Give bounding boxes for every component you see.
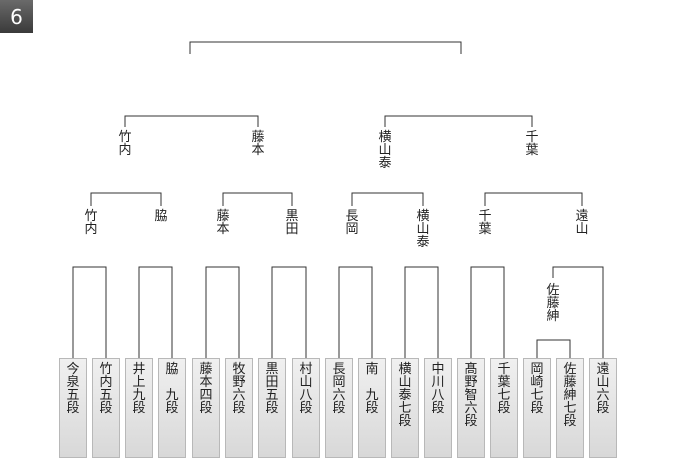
round1-winner-label: 黒田 bbox=[285, 209, 299, 237]
player-label: 藤本四段 bbox=[199, 362, 213, 416]
player-label: 竹内五段 bbox=[99, 362, 113, 416]
player-plate: 黒田五段 bbox=[258, 358, 286, 458]
player-plate: 牧野六段 bbox=[225, 358, 253, 458]
player-label: 村山八段 bbox=[299, 362, 313, 416]
round1-bracket bbox=[470, 266, 505, 358]
player-plate: 村山八段 bbox=[292, 358, 320, 458]
player-plate: 横山泰七段 bbox=[391, 358, 419, 458]
player-label: 黒田五段 bbox=[265, 362, 279, 416]
player-plate: 佐藤紳七段 bbox=[556, 358, 584, 458]
round1-winner-label: 千葉 bbox=[478, 209, 492, 237]
round1-winner-label: 竹内 bbox=[84, 209, 98, 237]
player-plate: 遠山六段 bbox=[589, 358, 617, 458]
round2-bracket bbox=[222, 192, 293, 206]
round1-bracket bbox=[72, 266, 107, 358]
bracket-number-badge: 6 bbox=[0, 0, 33, 33]
player-label: 南 九段 bbox=[365, 362, 379, 416]
round2-winner-label: 千葉 bbox=[525, 130, 539, 158]
player-label: 脇 九段 bbox=[165, 362, 179, 416]
round1-winner-label: 脇 bbox=[154, 209, 168, 224]
round1-bracket bbox=[338, 266, 373, 358]
round1-bracket bbox=[138, 266, 173, 358]
player-plate: 井上九段 bbox=[125, 358, 153, 458]
player-plate: 藤本四段 bbox=[192, 358, 220, 458]
player-plate: 脇 九段 bbox=[158, 358, 186, 458]
player-label: 佐藤紳七段 bbox=[563, 362, 577, 429]
player-label: 牧野六段 bbox=[232, 362, 246, 416]
player-label: 髙野智六段 bbox=[464, 362, 478, 429]
player-label: 長岡六段 bbox=[332, 362, 346, 416]
player-label: 横山泰七段 bbox=[398, 362, 412, 429]
player-plate: 髙野智六段 bbox=[457, 358, 485, 458]
player-label: 井上九段 bbox=[132, 362, 146, 416]
player-label: 岡崎七段 bbox=[530, 362, 544, 416]
player-plate: 今泉五段 bbox=[59, 358, 87, 458]
player-plate: 岡崎七段 bbox=[523, 358, 551, 458]
round1-winner-label: 横山泰 bbox=[416, 209, 430, 250]
semifinal-bracket bbox=[384, 115, 533, 127]
round1-bracket bbox=[552, 266, 604, 358]
player-plate: 南 九段 bbox=[358, 358, 386, 458]
player-label: 千葉七段 bbox=[497, 362, 511, 416]
player-label: 中川八段 bbox=[431, 362, 445, 416]
player-plate: 長岡六段 bbox=[325, 358, 353, 458]
round1-bracket bbox=[404, 266, 439, 358]
round2-bracket bbox=[484, 192, 583, 206]
player-label: 今泉五段 bbox=[66, 362, 80, 416]
player-plate: 千葉七段 bbox=[490, 358, 518, 458]
round1-winner-label: 遠山 bbox=[575, 209, 589, 237]
prelim-winner-label: 佐藤紳 bbox=[546, 283, 560, 324]
round2-bracket bbox=[351, 192, 424, 206]
round1-winner-label: 藤本 bbox=[216, 209, 230, 237]
round2-winner-label: 藤本 bbox=[251, 130, 265, 158]
player-plate: 竹内五段 bbox=[92, 358, 120, 458]
round2-bracket bbox=[90, 192, 162, 206]
round2-winner-label: 横山泰 bbox=[378, 130, 392, 171]
round1-bracket bbox=[205, 266, 240, 358]
round1-winner-label: 長岡 bbox=[345, 209, 359, 237]
semifinal-bracket bbox=[124, 115, 259, 127]
player-plate: 中川八段 bbox=[424, 358, 452, 458]
round2-winner-label: 竹内 bbox=[118, 130, 132, 158]
final-bracket bbox=[189, 41, 462, 54]
round1-bracket bbox=[271, 266, 307, 358]
player-label: 遠山六段 bbox=[596, 362, 610, 416]
prelim-bracket bbox=[536, 339, 571, 358]
